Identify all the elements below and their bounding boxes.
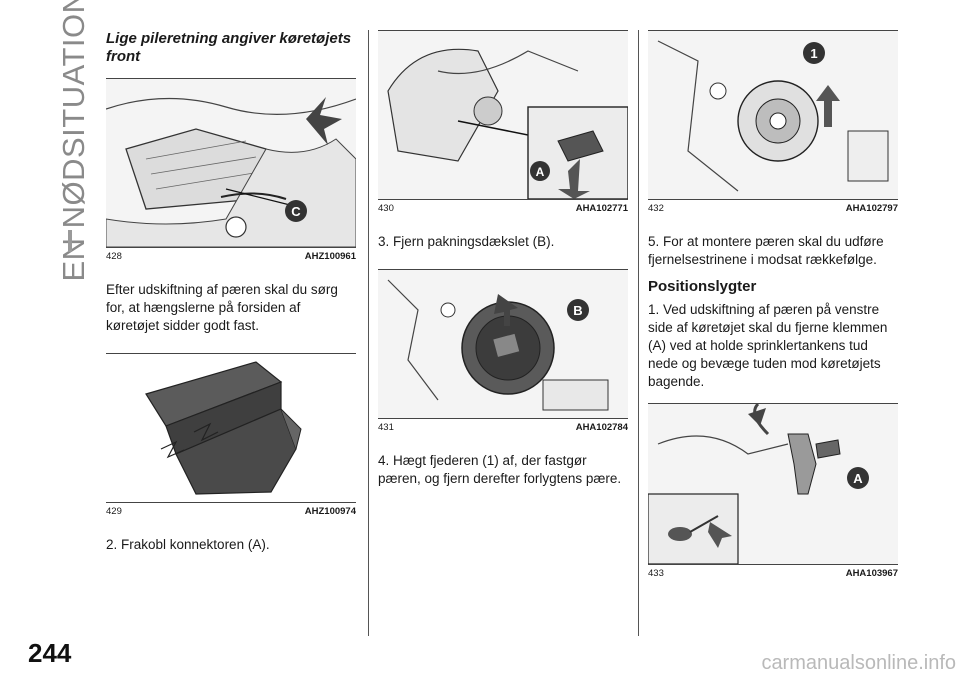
paragraph: 1. Ved udskiftning af pæren på venstre s… [648, 302, 888, 389]
figure-code: AHA102784 [575, 422, 628, 433]
column-3: 1 432 AHA102797 5. For at montere pæren … [648, 30, 898, 582]
figure-433: A 433 AHA103967 [648, 403, 898, 582]
figure-caption: 428 AHZ100961 [106, 247, 356, 265]
figure-code: AHZ100974 [304, 506, 356, 517]
connector-illustration: A [378, 31, 628, 199]
figure-number: 433 [648, 568, 664, 579]
side-title-marker [68, 230, 72, 252]
headlamp-housing-illustration [106, 354, 356, 502]
column-2: A 430 AHA102771 3. Fjern pakningsdækslet… [378, 30, 628, 488]
figure-code: AHZ100961 [304, 251, 356, 262]
column-divider [368, 30, 369, 636]
figure-431: B 431 AHA102784 [378, 269, 628, 436]
figure-430: A 430 AHA102771 [378, 30, 628, 217]
figure-caption: 431 AHA102784 [378, 418, 628, 436]
figure-caption: 432 AHA102797 [648, 199, 898, 217]
figure-428: C 428 AHZ100961 [106, 78, 356, 265]
callout-b-badge [567, 299, 589, 321]
callout-c-badge [285, 200, 307, 222]
callout-a-badge [847, 467, 869, 489]
figure-caption: 433 AHA103967 [648, 564, 898, 582]
paragraph: 5. For at montere pæren skal du udføre f… [648, 234, 884, 267]
callout-a-badge [530, 161, 550, 181]
paragraph: 4. Hægt fjederen (1) af, der fastgør pær… [378, 453, 622, 486]
callout-c-label: C [291, 204, 301, 219]
section-heading: Positionslygter [648, 278, 757, 295]
section-side-title: EN NØDSITUATION [56, 0, 91, 282]
paragraph: Efter udskiftning af pæren skal du sørg … [106, 282, 338, 333]
paragraph: 2. Frakobl konnektoren (A). [106, 537, 270, 552]
figure-code: AHA102797 [845, 203, 898, 214]
figure-number: 429 [106, 506, 122, 517]
watermark: carmanualsonline.info [761, 652, 956, 674]
direction-note-heading: Lige pileretning angiver køretøjets fron… [106, 30, 352, 65]
figure-number: 431 [378, 422, 394, 433]
paragraph: 3. Fjern pakningsdækslet (B). [378, 234, 555, 249]
column-1: Lige pileretning angiver køretøjets fron… [106, 30, 356, 554]
callout-a-label: A [853, 471, 863, 486]
callout-a-label: A [536, 165, 545, 179]
figure-432: 1 432 AHA102797 [648, 30, 898, 217]
figure-429: 429 AHZ100974 [106, 353, 356, 520]
engine-bay-illustration: C [106, 79, 356, 247]
callout-1-label: 1 [810, 46, 817, 61]
bulb-spring-illustration: 1 [648, 31, 898, 199]
position-lamp-clip-illustration: A [648, 404, 898, 564]
figure-caption: 430 AHA102771 [378, 199, 628, 217]
figure-code: AHA103967 [845, 568, 898, 579]
callout-b-label: B [573, 303, 582, 318]
figure-number: 432 [648, 203, 664, 214]
figure-caption: 429 AHZ100974 [106, 502, 356, 520]
callout-1-badge [803, 42, 825, 64]
figure-number: 428 [106, 251, 122, 262]
seal-cover-illustration: B [378, 270, 628, 418]
column-divider [638, 30, 639, 636]
page-number: 244 [28, 638, 72, 668]
figure-code: AHA102771 [575, 203, 628, 214]
figure-number: 430 [378, 203, 394, 214]
